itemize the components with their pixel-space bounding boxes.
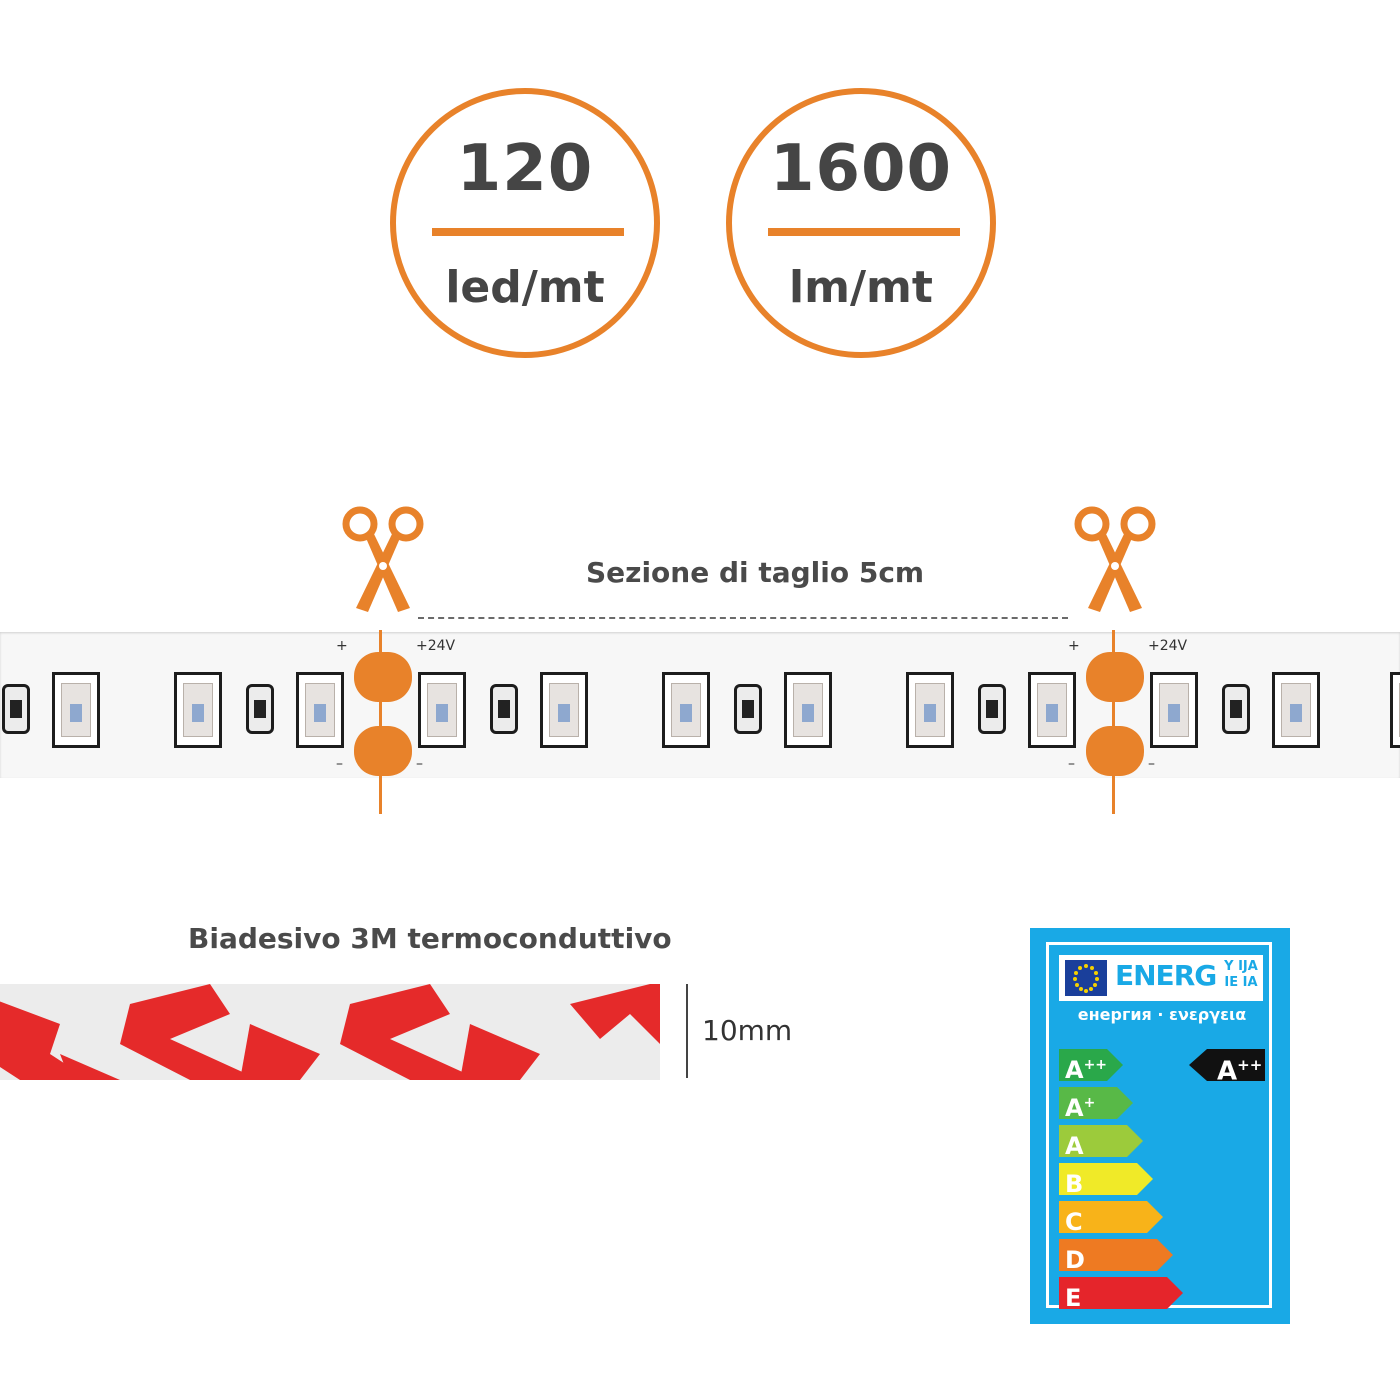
resistor [246,684,274,734]
energy-class-a-plus-plus: A++ [1059,1049,1123,1084]
led-density-badge: 120 led/mt [390,88,660,358]
eu-flag-icon [1065,960,1107,996]
scissors-icon [1074,506,1156,612]
smd-led [1028,672,1076,748]
minus-marker: – [416,756,423,772]
smd-led [540,672,588,748]
resistor [1222,684,1250,734]
solder-pad [354,652,412,702]
plus-marker: + [1068,638,1080,654]
energy-subtitle: енергия · ενεργεια [1077,1005,1247,1024]
led-strip: + – +24V – + – +24V – [0,632,1400,778]
class-arrow [1059,1277,1183,1309]
resistor [978,684,1006,734]
voltage-marker: +24V [1148,638,1188,654]
solder-pad [1086,726,1144,776]
smd-led [174,672,222,748]
smd-led [784,672,832,748]
energy-class-d: D [1059,1239,1173,1274]
badge-divider [432,228,624,236]
luminous-flux-unit: lm/mt [789,262,933,313]
voltage-marker: +24V [416,638,456,654]
smd-led [418,672,466,748]
cut-section-label: Sezione di taglio 5cm [586,556,925,589]
class-arrow [1059,1163,1153,1195]
resistor [2,684,30,734]
smd-led [52,672,100,748]
cut-line [1112,630,1115,814]
3m-logo-pattern [0,984,660,1080]
energy-class-a-plus: A+ [1059,1087,1133,1122]
rating-arrow [1189,1049,1265,1081]
cut-section-dimension-line [418,617,1068,619]
adhesive-tape [0,984,660,1080]
led-density-unit: led/mt [445,262,605,313]
tape-width-label: 10mm [702,1014,793,1047]
resistor [734,684,762,734]
class-arrow [1059,1201,1163,1233]
tape-width-indicator [686,984,688,1078]
smd-led [1390,672,1400,748]
energy-word-suffix: Y IJA IE IA [1224,959,1258,990]
luminous-flux-value: 1600 [769,132,953,206]
energy-class-e: E [1059,1277,1183,1312]
energy-class-a: A [1059,1125,1143,1160]
cut-line [379,630,382,814]
class-arrow [1059,1049,1123,1081]
scissors-icon [342,506,424,612]
class-arrow [1059,1087,1133,1119]
energy-class-b: B [1059,1163,1153,1198]
smd-led [906,672,954,748]
minus-marker: – [1068,756,1075,772]
adhesive-tape-label: Biadesivo 3M termoconduttivo [188,922,672,955]
energy-word: ENERG [1115,959,1217,992]
class-arrow [1059,1125,1143,1157]
solder-pad [354,726,412,776]
energy-rating-indicator: A++ [1189,1049,1265,1087]
solder-pad [1086,652,1144,702]
energy-label-header: ENERG Y IJA IE IA [1059,955,1263,1001]
class-arrow [1059,1239,1173,1271]
plus-marker: + [336,638,348,654]
resistor [490,684,518,734]
led-density-value: 120 [456,132,594,206]
luminous-flux-badge: 1600 lm/mt [726,88,996,358]
energy-label: ENERG Y IJA IE IA енергия · ενεργεια A++… [1030,928,1290,1324]
smd-led [662,672,710,748]
smd-led [1150,672,1198,748]
minus-marker: – [1148,756,1155,772]
energy-class-c: C [1059,1201,1163,1236]
smd-led [1272,672,1320,748]
minus-marker: – [336,756,343,772]
badge-divider [768,228,960,236]
smd-led [296,672,344,748]
